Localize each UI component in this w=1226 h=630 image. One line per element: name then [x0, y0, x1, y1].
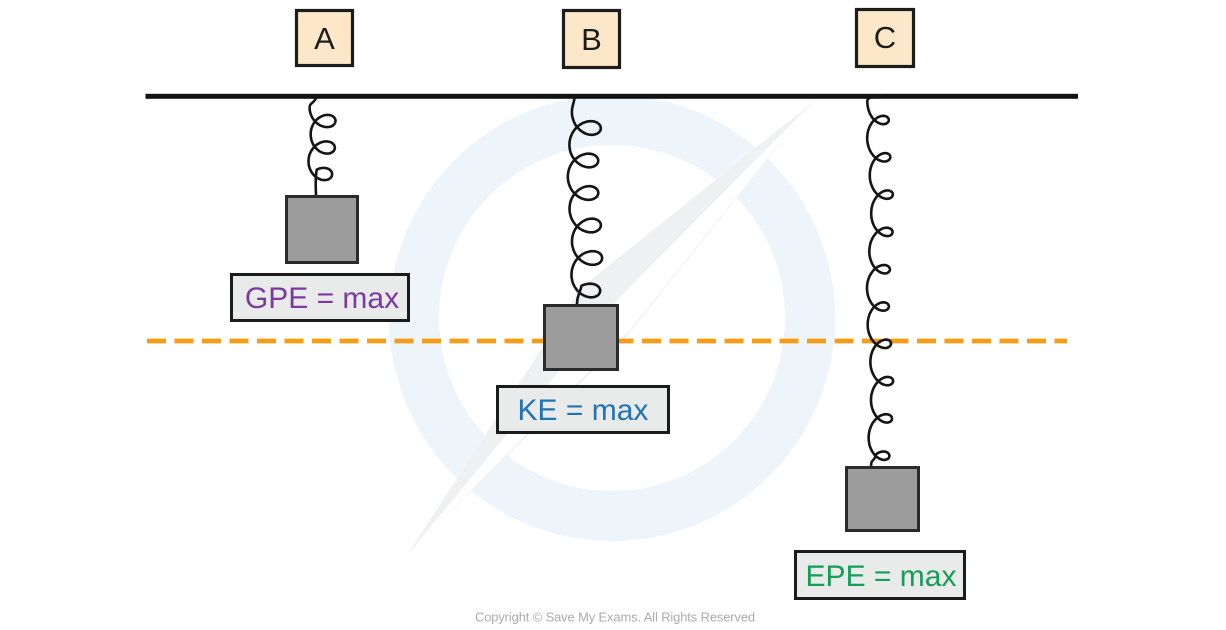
svg-text:KE = max: KE = max [518, 394, 649, 427]
svg-text:GPE = max: GPE = max [245, 282, 399, 315]
svg-text:EPE = max: EPE = max [806, 560, 957, 593]
svg-text:A: A [314, 21, 335, 56]
svg-text:B: B [581, 22, 602, 57]
svg-text:Copyright © Save My Exams. All: Copyright © Save My Exams. All Rights Re… [475, 610, 755, 625]
svg-text:C: C [874, 20, 896, 55]
